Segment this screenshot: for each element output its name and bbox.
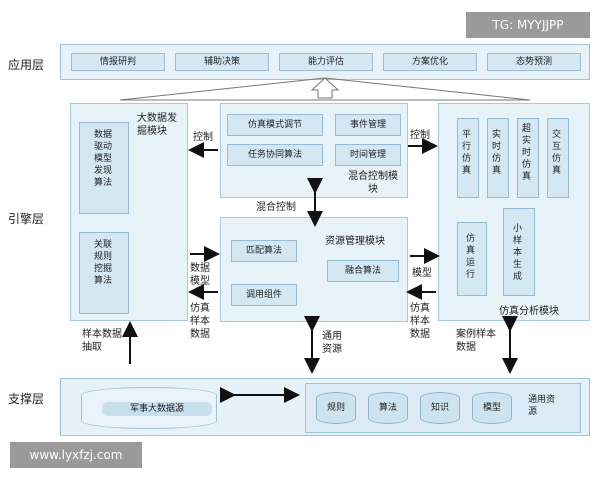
layer-label-engine: 引擎层 bbox=[8, 212, 45, 226]
support-item: 知识 bbox=[420, 392, 460, 424]
big-data-item-1: 数据驱动模型发现算法 bbox=[79, 122, 129, 214]
analysis-item-6: 小样本生成 bbox=[503, 208, 535, 296]
resource-item-1: 匹配算法 bbox=[231, 240, 297, 262]
app-item: 能力评估 bbox=[279, 53, 373, 71]
support-item: 算法 bbox=[368, 392, 408, 424]
label-hybrid-control: 混合控制 bbox=[256, 202, 296, 213]
label-data-model: 数据模型 bbox=[190, 263, 210, 287]
analysis-item-5: 仿真运行 bbox=[457, 222, 487, 296]
support-layer-band: 军事大数据源 规则 算法 知识 模型 通用资源 bbox=[60, 378, 590, 436]
hybrid-item-4: 时间管理 bbox=[335, 144, 401, 166]
label-sim-sample-right: 仿真样本数据 bbox=[410, 303, 430, 340]
app-item: 辅助决策 bbox=[175, 53, 269, 71]
hybrid-item-3: 任务协同算法 bbox=[227, 144, 323, 166]
engine-to-app-arrow bbox=[310, 77, 340, 99]
app-item: 情报研判 bbox=[71, 53, 165, 71]
resource-title: 资源管理模块 bbox=[325, 236, 385, 247]
label-control-left: 控制 bbox=[193, 132, 213, 143]
resource-item-2: 融合算法 bbox=[327, 260, 399, 282]
support-item: 模型 bbox=[472, 392, 512, 424]
app-item: 态势预测 bbox=[487, 53, 581, 71]
label-case-sample: 案例样本数据 bbox=[456, 329, 496, 353]
analysis-item-1: 平行仿真 bbox=[457, 118, 479, 198]
app-layer-band: 情报研判 辅助决策 能力评估 方案优化 态势预测 bbox=[60, 44, 590, 80]
layer-label-support: 支撑层 bbox=[8, 392, 45, 406]
hybrid-title: 混合控制模块 bbox=[348, 171, 398, 195]
analysis-item-2: 实时仿真 bbox=[487, 118, 509, 198]
hybrid-item-1: 仿真模式调节 bbox=[227, 114, 323, 136]
big-data-item-2: 关联规则挖掘算法 bbox=[79, 232, 129, 314]
sim-analysis-module: 平行仿真 实时仿真 超实时仿真 交互仿真 仿真运行 小样本生成 仿真分析模块 bbox=[438, 103, 590, 321]
support-common-resources: 通用资源 bbox=[528, 395, 556, 417]
watermark-bottom: www.lyxfzj.com bbox=[10, 442, 142, 468]
resource-item-3: 调用组件 bbox=[231, 284, 297, 306]
support-db: 军事大数据源 bbox=[102, 402, 212, 416]
resource-module: 资源管理模块 匹配算法 融合算法 调用组件 bbox=[220, 217, 408, 322]
analysis-title: 仿真分析模块 bbox=[499, 306, 559, 317]
analysis-item-3: 超实时仿真 bbox=[517, 118, 539, 198]
support-db-container: 军事大数据源 bbox=[81, 387, 217, 429]
big-data-module: 大数据发掘模块 数据驱动模型发现算法 关联规则挖掘算法 bbox=[70, 103, 188, 321]
watermark-top: TG: MYYJJPP bbox=[466, 12, 590, 38]
label-sample-extract: 样本数据抽取 bbox=[82, 329, 122, 353]
label-sim-sample-left: 仿真样本数据 bbox=[190, 303, 210, 340]
layer-label-app: 应用层 bbox=[8, 58, 45, 72]
support-item: 规则 bbox=[316, 392, 356, 424]
label-control-right: 控制 bbox=[410, 130, 430, 141]
support-resources-panel: 规则 算法 知识 模型 通用资源 bbox=[305, 383, 581, 433]
label-model: 模型 bbox=[412, 268, 432, 279]
analysis-item-4: 交互仿真 bbox=[547, 118, 569, 198]
engine-to-app-wedge bbox=[119, 77, 531, 101]
app-item: 方案优化 bbox=[383, 53, 477, 71]
label-common-resource: 通用资源 bbox=[322, 331, 342, 355]
big-data-title: 大数据发掘模块 bbox=[137, 113, 177, 137]
hybrid-item-2: 事件管理 bbox=[335, 114, 401, 136]
